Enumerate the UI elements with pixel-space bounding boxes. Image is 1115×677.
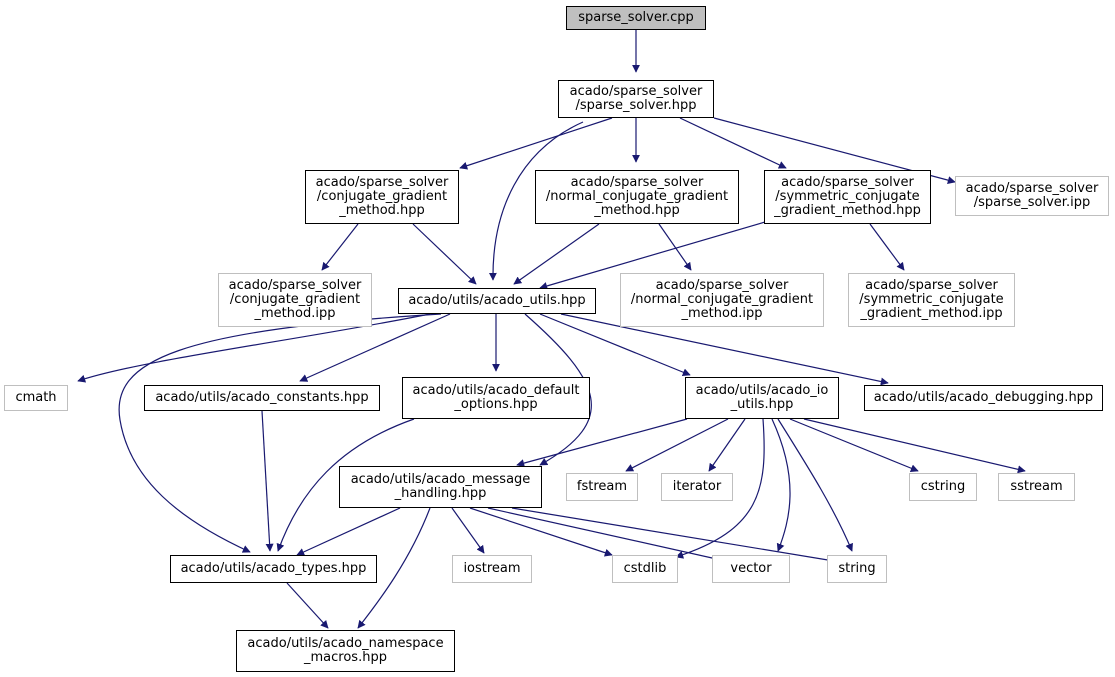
edge-cg_hpp-to-utils	[412, 223, 477, 285]
node-root: sparse_solver.cpp	[566, 6, 706, 30]
edge-sparse_hpp-to-scg_hpp	[679, 117, 787, 169]
edge-utils-to-io	[539, 313, 691, 376]
node-defopts[interactable]: acado/utils/acado_default _options.hpp	[402, 377, 590, 419]
edge-utils-to-types	[118, 313, 442, 553]
edge-defopts-to-types	[276, 418, 415, 552]
edge-io-to-cstring	[789, 418, 919, 472]
node-debug[interactable]: acado/utils/acado_debugging.hpp	[864, 385, 1103, 411]
edge-io-to-iterator	[708, 418, 746, 472]
edge-cg_hpp-to-cg_ipp	[321, 223, 359, 271]
node-cmath: cmath	[4, 385, 68, 411]
edge-io-to-vector	[771, 418, 791, 552]
edge-msg-to-types	[296, 507, 401, 556]
edge-msg-to-iostream	[451, 507, 485, 554]
node-cstring: cstring	[909, 473, 977, 501]
edge-ncg_hpp-to-ncg_ipp	[658, 223, 692, 271]
node-sparse-hpp[interactable]: acado/sparse_solver /sparse_solver.hpp	[558, 80, 714, 118]
node-scg-ipp: acado/sparse_solver /symmetric_conjugate…	[848, 273, 1015, 327]
edge-utils-to-cmath	[77, 313, 431, 383]
node-ns[interactable]: acado/utils/acado_namespace _macros.hpp	[236, 630, 455, 672]
node-string: string	[827, 555, 887, 583]
node-types[interactable]: acado/utils/acado_types.hpp	[170, 555, 377, 583]
edge-utils-to-msg	[524, 313, 592, 466]
node-sstream: sstream	[998, 473, 1075, 501]
node-cg-ipp: acado/sparse_solver /conjugate_gradient …	[218, 273, 372, 327]
edge-sparse_hpp-to-utils	[488, 121, 584, 281]
node-iterator: iterator	[661, 473, 733, 501]
node-io[interactable]: acado/utils/acado_io _utils.hpp	[685, 377, 839, 419]
edge-msg-to-cstdlib	[469, 507, 613, 557]
node-vector: vector	[712, 555, 790, 583]
edge-io-to-string	[777, 418, 853, 552]
edge-types-to-ns	[286, 582, 329, 629]
node-ncg-ipp: acado/sparse_solver /normal_conjugate_gr…	[620, 273, 824, 327]
node-sparse-ipp: acado/sparse_solver /sparse_solver.ipp	[955, 176, 1109, 216]
edge-ncg_hpp-to-utils	[513, 223, 600, 285]
edge-msg-to-string	[511, 507, 841, 565]
node-fstream: fstream	[566, 473, 638, 501]
node-ncg-hpp[interactable]: acado/sparse_solver /normal_conjugate_gr…	[535, 170, 739, 224]
edge-msg-to-vector	[487, 507, 731, 565]
node-cstdlib: cstdlib	[612, 555, 678, 583]
node-iostream: iostream	[452, 555, 532, 583]
node-msg[interactable]: acado/utils/acado_message _handling.hpp	[339, 466, 542, 508]
edge-scg_hpp-to-utils	[539, 221, 766, 290]
edge-io-to-sstream	[803, 418, 1026, 474]
edge-io-to-cstdlib	[675, 418, 765, 559]
node-cg-hpp[interactable]: acado/sparse_solver /conjugate_gradient …	[305, 170, 459, 224]
node-scg-hpp[interactable]: acado/sparse_solver /symmetric_conjugate…	[764, 170, 931, 224]
node-utils[interactable]: acado/utils/acado_utils.hpp	[398, 288, 596, 314]
edge-scg_hpp-to-scg_ipp	[869, 223, 905, 271]
edge-io-to-msg	[516, 418, 688, 467]
edge-utils-to-constants	[299, 313, 451, 382]
edge-io-to-fstream	[625, 418, 729, 472]
node-constants[interactable]: acado/utils/acado_constants.hpp	[144, 385, 380, 411]
edge-msg-to-ns	[357, 507, 431, 629]
edge-constants-to-types	[261, 410, 274, 552]
edge-sparse_hpp-to-cg_hpp	[459, 117, 613, 170]
edge-utils-to-debug	[560, 313, 889, 386]
